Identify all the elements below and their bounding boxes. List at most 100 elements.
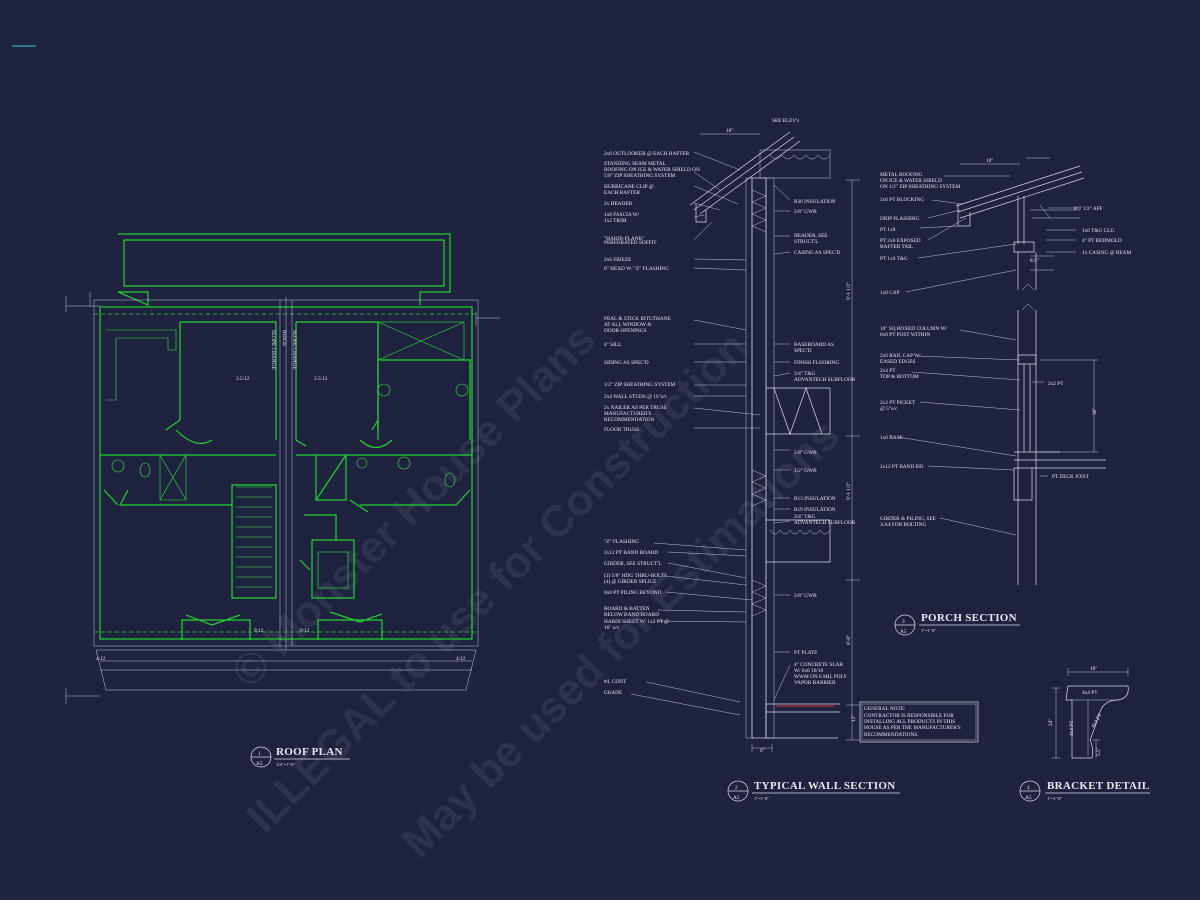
- wall-left-label-20: 2x NAILER AS PER TRUSS: [604, 405, 667, 411]
- pitch-label-front-left: 4:12: [96, 656, 106, 662]
- bracket-detail: 18" 4x4 PT 4x4 PT 4x4 PT 24" 5.5" 4 A5 B…: [1019, 666, 1150, 802]
- wall-dim-1: 9'-1 1/2": [846, 282, 852, 300]
- porch-dim-railing: 36": [1092, 408, 1098, 415]
- pitch-label-left: 3.5:12: [236, 376, 250, 382]
- wall-left-label-3: 5/8" ZIP SHEATHING SYSTEM: [604, 173, 676, 179]
- porch-left-label-3: 2x6 PT BLOCKING: [880, 197, 924, 203]
- porch-left-label-1: ON ICE & WATER SHIELD: [880, 178, 942, 184]
- wall-dim-top: 18": [726, 128, 733, 134]
- wall-left-label-7: 1x8 FASCIA W/: [604, 212, 640, 218]
- roof-plan: SLOPE CHANGE RIDGE SLOPE CHANGE 3.5:12 3…: [65, 233, 500, 768]
- wall-right-label-21: VAPOR BARRIER: [794, 680, 836, 686]
- pitch-label-right: 3.5:12: [314, 376, 328, 382]
- wall-dim-2: 9'-1 1/2": [846, 482, 852, 500]
- general-note-line-2: INSTALLING ALL PRODUCTS IN THIS: [864, 719, 955, 725]
- wall-section: 18" SEE ELEV's 9'-1 1/2" 9'-1 1/2" 8'-0"…: [604, 118, 979, 802]
- slope-change-label-1: SLOPE CHANGE: [270, 330, 276, 370]
- wall-right-label-10: 5/8" GWB: [794, 450, 817, 456]
- wall-section-scale: 1"=1'-0": [754, 796, 769, 801]
- wall-right-label-14: 3/4" T&G: [794, 514, 816, 520]
- general-note: GENERAL NOTE:CONTRACTOR IS RESPONSIBLE F…: [864, 706, 961, 738]
- wall-right-label-18: 4" CONCRETE SLAB: [794, 662, 843, 668]
- bracket-label-3: 4x4 PT: [1091, 712, 1104, 729]
- roof-plan-number: 1: [258, 751, 261, 757]
- bracket-dim-height: 24": [1048, 719, 1054, 726]
- wall-dim-4: 12": [851, 715, 857, 722]
- porch-right-label-0: 8' 7 1/2" AFF: [1074, 206, 1103, 212]
- porch-left-label-20: GIRDER & PILING, SEE: [880, 516, 936, 522]
- porch-left-label-5: PT 1x8: [880, 227, 896, 233]
- porch-left-label-11: 6x6 PT POST WITHIN: [880, 332, 930, 338]
- bracket-dim-base: 5.5": [1096, 747, 1102, 756]
- wall-left-label-35: GRADE: [604, 690, 622, 696]
- wall-left-label-24: "Z" FLASHING: [604, 539, 639, 545]
- wall-left-label-15: DOOR OPENINGS: [604, 328, 647, 334]
- bracket-detail-number: 4: [1027, 785, 1030, 791]
- porch-left-label-14: 2x4 PT: [880, 368, 896, 374]
- wall-left-label-29: 8x8 PT PILING BEYOND: [604, 590, 662, 596]
- general-note-line-4: RECOMMENDATIONS.: [864, 732, 919, 738]
- porch-right-label-2: 4" PT BEDMOLD: [1082, 238, 1122, 244]
- porch-section-number: 3: [902, 619, 905, 625]
- roof-plan-sheet: A5: [256, 761, 263, 767]
- bracket-label-2: 4x4 PT: [1069, 720, 1075, 736]
- wall-right-label-9: ADVANTECH SUBFLOOR: [794, 377, 856, 383]
- bracket-detail-title: BRACKET DETAIL: [1047, 780, 1150, 792]
- wall-right-label-15: ADVANTECH SUBFLOOR: [794, 520, 856, 526]
- porch-left-label-19: 2x12 PT BAND BD: [880, 464, 923, 470]
- porch-right-label-5: PT DECK JOIST: [1052, 474, 1090, 480]
- wall-left-label-8: 1x2 TRIM: [604, 218, 627, 224]
- pitch-label-front-right: 4:12: [456, 656, 466, 662]
- wall-left-label-31: BELOW BAND BOARD: [604, 612, 659, 618]
- bracket-dim-top: 18": [1090, 666, 1097, 672]
- wall-right-label-17: PT PLATE: [794, 650, 817, 656]
- general-note-line-3: HOUSE AS PER THE MANUFACTURER'S: [864, 725, 961, 731]
- porch-left-label-15: TOP & BOTTOM: [880, 374, 919, 380]
- roof-plan-title-block: 1 A5 ROOF PLAN 1/4"=1'-0": [250, 746, 350, 768]
- wall-section-title-block: 2 A5 TYPICAL WALL SECTION 1"=1'-0": [727, 780, 900, 802]
- bracket-label-1: 4x4 PT: [1082, 690, 1098, 696]
- wall-section-sheet: A5: [733, 795, 740, 801]
- wall-right-label-6: SPEC'D: [794, 348, 812, 354]
- wall-left-label-27: (2) 5/8" HDG THRU-BOLTS: [604, 572, 667, 579]
- wall-section-title: TYPICAL WALL SECTION: [754, 780, 896, 792]
- wall-left-label-4: HURRICANE CLIP @: [604, 184, 654, 190]
- porch-left-label-2: ON 1/2" ZIP SHEATHING SYSTEM: [880, 184, 961, 190]
- pitch-label-porch-right: 9:12: [300, 628, 310, 634]
- wall-left-label-6: 2x HEADER: [604, 201, 633, 207]
- wall-left-label-34: #4, CONT: [604, 679, 627, 685]
- roof-plan-title: ROOF PLAN: [276, 746, 343, 758]
- wall-dim-5: 6": [760, 748, 765, 754]
- wall-left-label-21: MANUFACTURER'S: [604, 411, 651, 417]
- see-elevs-label: SEE ELEV's: [772, 118, 799, 124]
- wall-right-label-0: R30 INSULATION: [794, 199, 836, 205]
- wall-right-label-3: STRUCT'L: [794, 239, 819, 245]
- porch-dim-side: 8.5": [1030, 258, 1039, 264]
- wall-left-label-33: 16" o/c: [604, 625, 620, 631]
- wall-left-label-32: HARDI SHEET W/ 1x2 PT @: [604, 619, 669, 625]
- wall-left-label-11: 2x6 FRIEZE: [604, 257, 631, 263]
- wall-left-label-23: FLOOR TRUSS: [604, 427, 639, 433]
- wall-left-label-19: 2x4 WALL STUDS @ 16"o/c: [604, 394, 668, 400]
- porch-section-sheet: A5: [900, 629, 907, 635]
- general-note-line-1: CONTRACTOR IS RESPONSIBLE FOR: [864, 713, 954, 719]
- porch-left-label-7: RAFTER TAIL: [880, 244, 913, 250]
- wall-left-label-9: "HARDI-PLANK": [604, 236, 645, 242]
- porch-section-scale: 1"=1'-0": [921, 628, 936, 633]
- wall-left-label-22: RECOMMENDATION: [604, 417, 654, 423]
- pitch-label-porch-left: 9:12: [254, 628, 264, 634]
- wall-left-label-2: ROOFING ON ICE & WATER SHIELD ON: [604, 167, 700, 173]
- wall-right-label-19: W/ 6x6 10/10: [794, 668, 823, 674]
- wall-left-label-16: 4" SILL: [604, 342, 621, 348]
- wall-dim-3: 8'-0": [846, 635, 852, 645]
- roof-plan-scale: 1/4"=1'-0": [276, 762, 295, 767]
- wall-right-label-13: R19 INSULATION: [794, 507, 836, 513]
- wall-left-label-30: BOARD & BATTEN: [604, 606, 650, 612]
- porch-left-label-0: METAL ROOFING: [880, 172, 923, 178]
- wall-right-label-4: CASING AS SPEC'D: [794, 250, 840, 256]
- wall-right-label-5: BASEBOARD AS: [794, 342, 834, 348]
- wall-left-label-13: PEAL & STICK BITUTHANE: [604, 316, 671, 322]
